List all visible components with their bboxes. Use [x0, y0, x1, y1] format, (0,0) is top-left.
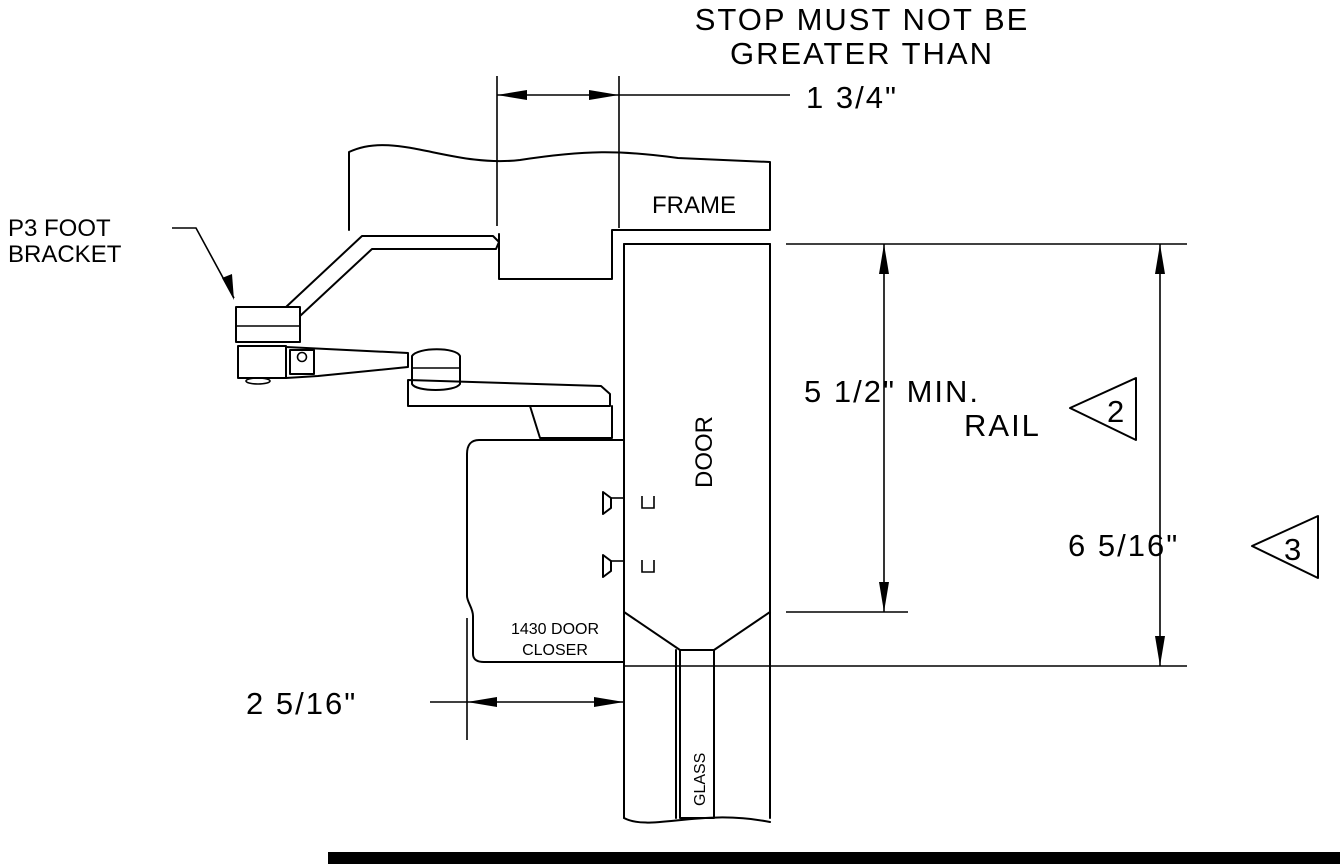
arm-pivot-block	[237, 345, 287, 379]
frame-outline	[348, 144, 771, 280]
stop-dimension: 1 3/4"	[496, 76, 898, 228]
closer-offset-arrow-left	[467, 697, 497, 707]
arm-connector-square	[289, 349, 315, 375]
note-number-3: 3	[1284, 532, 1303, 567]
note-triangle-2	[1069, 377, 1137, 441]
door-bevel-left	[623, 611, 681, 651]
screw-slot-top	[641, 496, 655, 509]
arm-shoe	[529, 405, 613, 439]
closer-label-line1: 1430 DOOR	[511, 621, 599, 638]
frame-label: FRAME	[652, 192, 736, 219]
screw-slot-bottom	[641, 560, 655, 573]
stop-arrow-right	[589, 90, 619, 100]
rail-arrow-top	[879, 244, 889, 274]
stop-dimension-label: 1 3/4"	[806, 80, 898, 115]
stop-note-line1: STOP MUST NOT BE	[695, 2, 1030, 37]
foot-bracket-label-line1: P3 FOOT	[8, 215, 111, 242]
min-rail-label: 5 1/2" MIN.	[804, 374, 980, 409]
foot-bracket-plate	[235, 306, 301, 343]
min-rail-dimension: 5 1/2" MIN. RAIL 2	[786, 243, 1187, 613]
closer-body	[466, 439, 625, 663]
foot-bracket-leader	[172, 227, 235, 300]
door: DOOR GLASS	[623, 243, 771, 824]
door-closer: 1430 DOOR CLOSER	[466, 439, 655, 663]
bottom-border-bar	[328, 852, 1340, 864]
arm-forearm	[407, 379, 611, 407]
closer-screws	[602, 491, 655, 578]
door-bevel-right	[713, 611, 771, 651]
foot-bracket-arm	[285, 235, 500, 317]
arm-link	[285, 346, 409, 379]
foot-bracket-label-line2: BRACKET	[8, 241, 122, 268]
rail-arrow-bottom	[879, 582, 889, 612]
total-arrow-bottom	[1155, 636, 1165, 666]
note-triangle-3	[1251, 515, 1319, 579]
frame: FRAME	[348, 144, 771, 280]
closer-offset-dimension: 2 5/16"	[246, 618, 624, 740]
closer-arm	[237, 345, 613, 439]
leader-line	[172, 227, 235, 299]
foot-bracket	[235, 235, 500, 343]
screw-head-top	[602, 491, 612, 515]
arm-connector-hole	[296, 351, 308, 363]
min-rail-label-line2: RAIL	[964, 408, 1041, 443]
glass-label: GLASS	[692, 753, 709, 806]
total-height-label: 6 5/16"	[1068, 528, 1179, 563]
closer-label-line2: CLOSER	[522, 642, 588, 659]
total-arrow-top	[1155, 244, 1165, 274]
arm-pivot-hub	[245, 377, 271, 385]
stop-note-line2: GREATER THAN	[730, 36, 994, 71]
note-number-2: 2	[1107, 394, 1126, 429]
closer-offset-label: 2 5/16"	[246, 686, 357, 721]
stop-arrow-left	[497, 90, 527, 100]
arm-elbow	[411, 348, 461, 391]
door-break	[623, 816, 771, 824]
door-label: DOOR	[691, 416, 718, 488]
screw-head-bottom	[602, 554, 612, 578]
leader-arrow	[222, 274, 234, 300]
total-height-dimension: 6 5/16" 3	[624, 244, 1319, 667]
closer-offset-arrow-right	[594, 697, 624, 707]
